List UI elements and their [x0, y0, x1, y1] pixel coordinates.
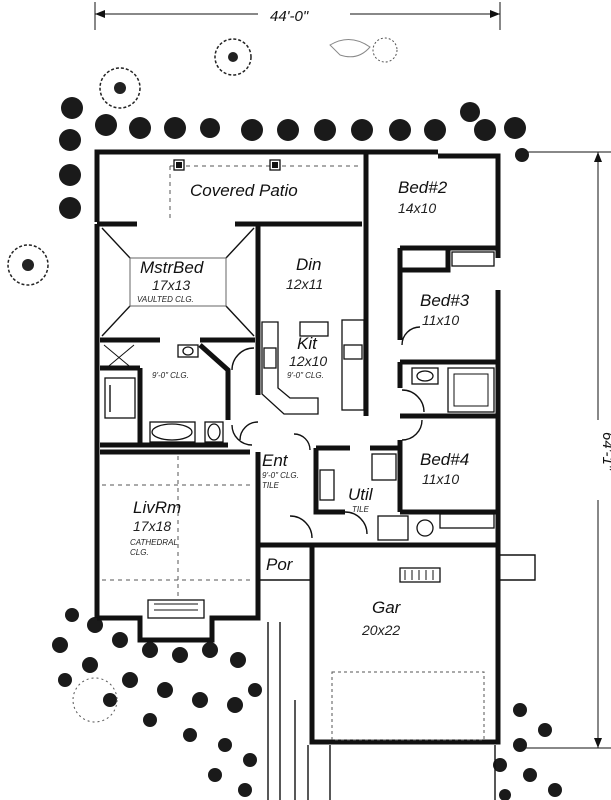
master-bedroom: MstrBed 17x13 VAULTED CLG.: [100, 224, 261, 395]
master-bedroom-note: VAULTED CLG.: [137, 295, 194, 304]
depth-dimension: 64'-1": [520, 151, 611, 749]
covered-patio-label: Covered Patio: [190, 181, 298, 200]
bedroom-2-size: 14x10: [398, 200, 436, 216]
living-room-size: 17x18: [133, 518, 171, 534]
living-room-note: CATHEDRAL: [130, 538, 178, 547]
bedroom-4: Bed#4 11x10: [397, 413, 498, 529]
living-room: LivRm 17x18 CATHEDRAL CLG.: [100, 449, 254, 619]
bedroom-3-label: Bed#3: [420, 291, 470, 310]
bedroom-2: Bed#2 14x10: [398, 178, 498, 251]
bedroom-3: Bed#3 11x10: [397, 248, 498, 365]
driveway: [267, 622, 496, 800]
living-room-label: LivRm: [133, 498, 181, 517]
dining-label: Din: [296, 255, 322, 274]
bedroom-4-size: 11x10: [422, 471, 459, 487]
tree-icon: [7, 244, 49, 286]
bedroom-2-label: Bed#2: [398, 178, 448, 197]
kitchen-note: 9'-0" CLG.: [287, 371, 324, 380]
utility-label: Util: [348, 485, 374, 504]
tree-icon: [99, 67, 141, 109]
entry-note-2: TILE: [262, 481, 280, 490]
utility-note: TILE: [352, 505, 370, 514]
landscaping: [7, 37, 562, 800]
garage: Gar 20x22: [331, 554, 536, 741]
width-dimension: 44'-0": [94, 2, 501, 30]
master-bath: 9'-0" CLG.: [100, 343, 255, 448]
utility: Util TILE: [313, 445, 434, 541]
kitchen-size: 12x10: [289, 353, 327, 369]
dining-kitchen: Din 12x11 Kit 12x10 9'-0" CLG.: [261, 224, 369, 416]
kitchen-label: Kit: [297, 334, 318, 353]
master-bedroom-size: 17x13: [152, 277, 190, 293]
porch: Por: [260, 555, 310, 581]
tree-icon: [214, 38, 252, 76]
tree-icon: [372, 37, 398, 63]
entry-label: Ent: [262, 451, 289, 470]
bedroom-3-size: 11x10: [422, 312, 459, 328]
dining-size: 12x11: [286, 276, 323, 292]
bedroom-4-label: Bed#4: [420, 450, 469, 469]
garage-size: 20x22: [361, 622, 400, 638]
living-room-note-2: CLG.: [130, 548, 149, 557]
master-bath-note: 9'-0" CLG.: [152, 371, 189, 380]
depth-dimension-label: 64'-1": [599, 432, 611, 471]
entry-note: 9'-0" CLG.: [262, 471, 299, 480]
hall-bath: [397, 362, 498, 419]
width-dimension-label: 44'-0": [270, 8, 309, 25]
master-bedroom-label: MstrBed: [140, 258, 204, 277]
covered-patio: Covered Patio: [94, 149, 364, 222]
entry: Ent 9'-0" CLG. TILE: [239, 421, 313, 545]
garage-label: Gar: [372, 598, 402, 617]
porch-label: Por: [266, 555, 294, 574]
